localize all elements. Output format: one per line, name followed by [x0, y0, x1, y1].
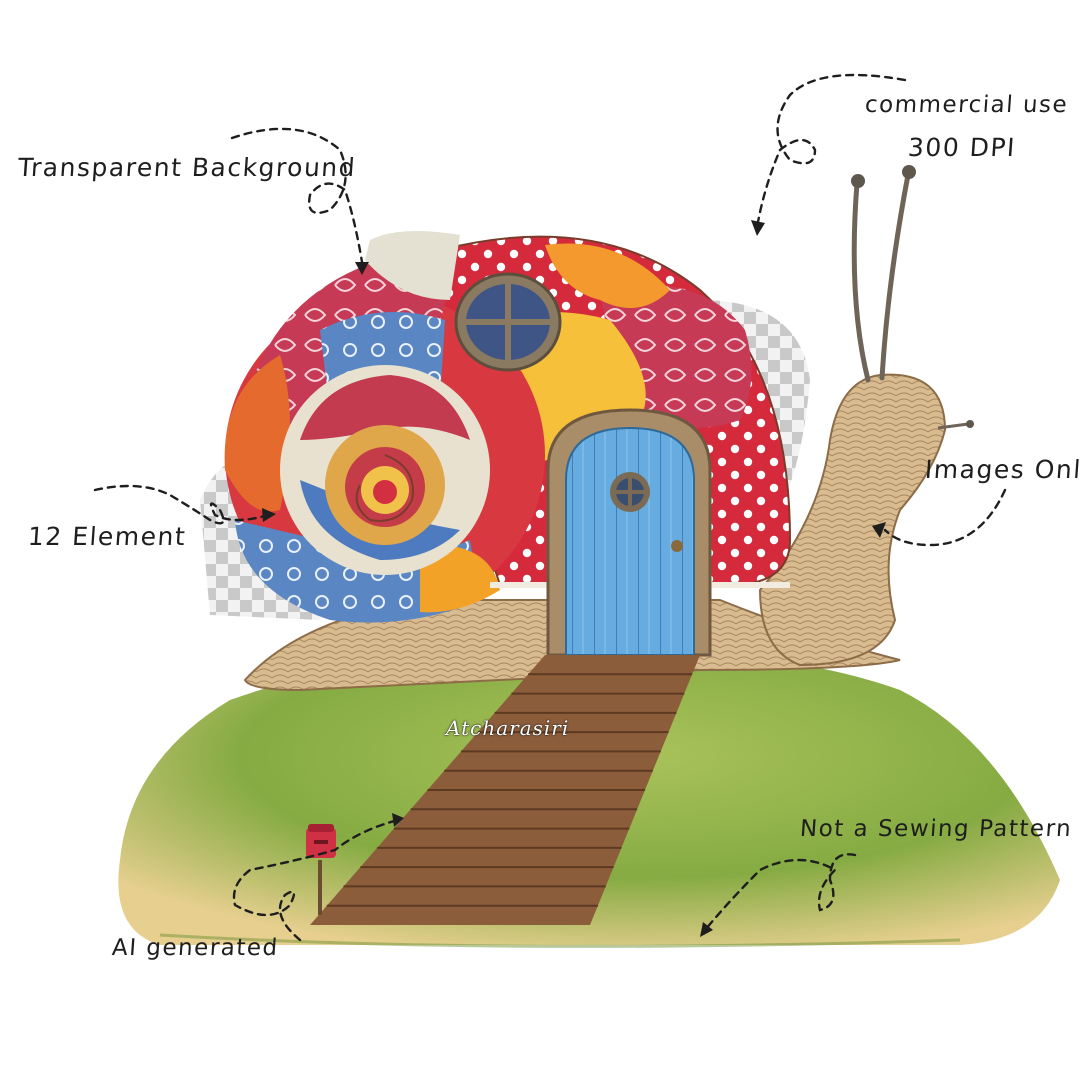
snail-antennae: [851, 172, 911, 383]
snail-head: [758, 373, 947, 667]
arrowheads: [262, 220, 886, 937]
label-transparent-background: Transparent Background: [16, 153, 358, 182]
red-mailbox-icon: [306, 824, 336, 915]
round-window-icon: [454, 272, 562, 372]
blue-door: [546, 408, 712, 657]
label-dpi: 300 DPI: [906, 133, 1017, 162]
dashed-arrows: [93, 73, 1007, 942]
arrow-ai: [232, 818, 400, 942]
arrow-sewing: [703, 853, 857, 932]
label-images-only: Images Only: [923, 455, 1080, 484]
arrow-transparent-bg: [230, 127, 364, 264]
label-commercial-use: commercial use: [864, 92, 1070, 118]
watermark: Atcharasiri: [446, 716, 570, 740]
arrow-commercial: [756, 73, 907, 224]
label-element-count: 12 Element: [26, 522, 188, 551]
label-ai-generated: AI generated: [111, 935, 280, 961]
arrow-images-only: [883, 488, 1007, 547]
wooden-walkway: [310, 655, 700, 925]
label-not-sewing-pattern: Not a Sewing Pattern: [799, 816, 1074, 842]
arrow-element: [93, 484, 270, 525]
